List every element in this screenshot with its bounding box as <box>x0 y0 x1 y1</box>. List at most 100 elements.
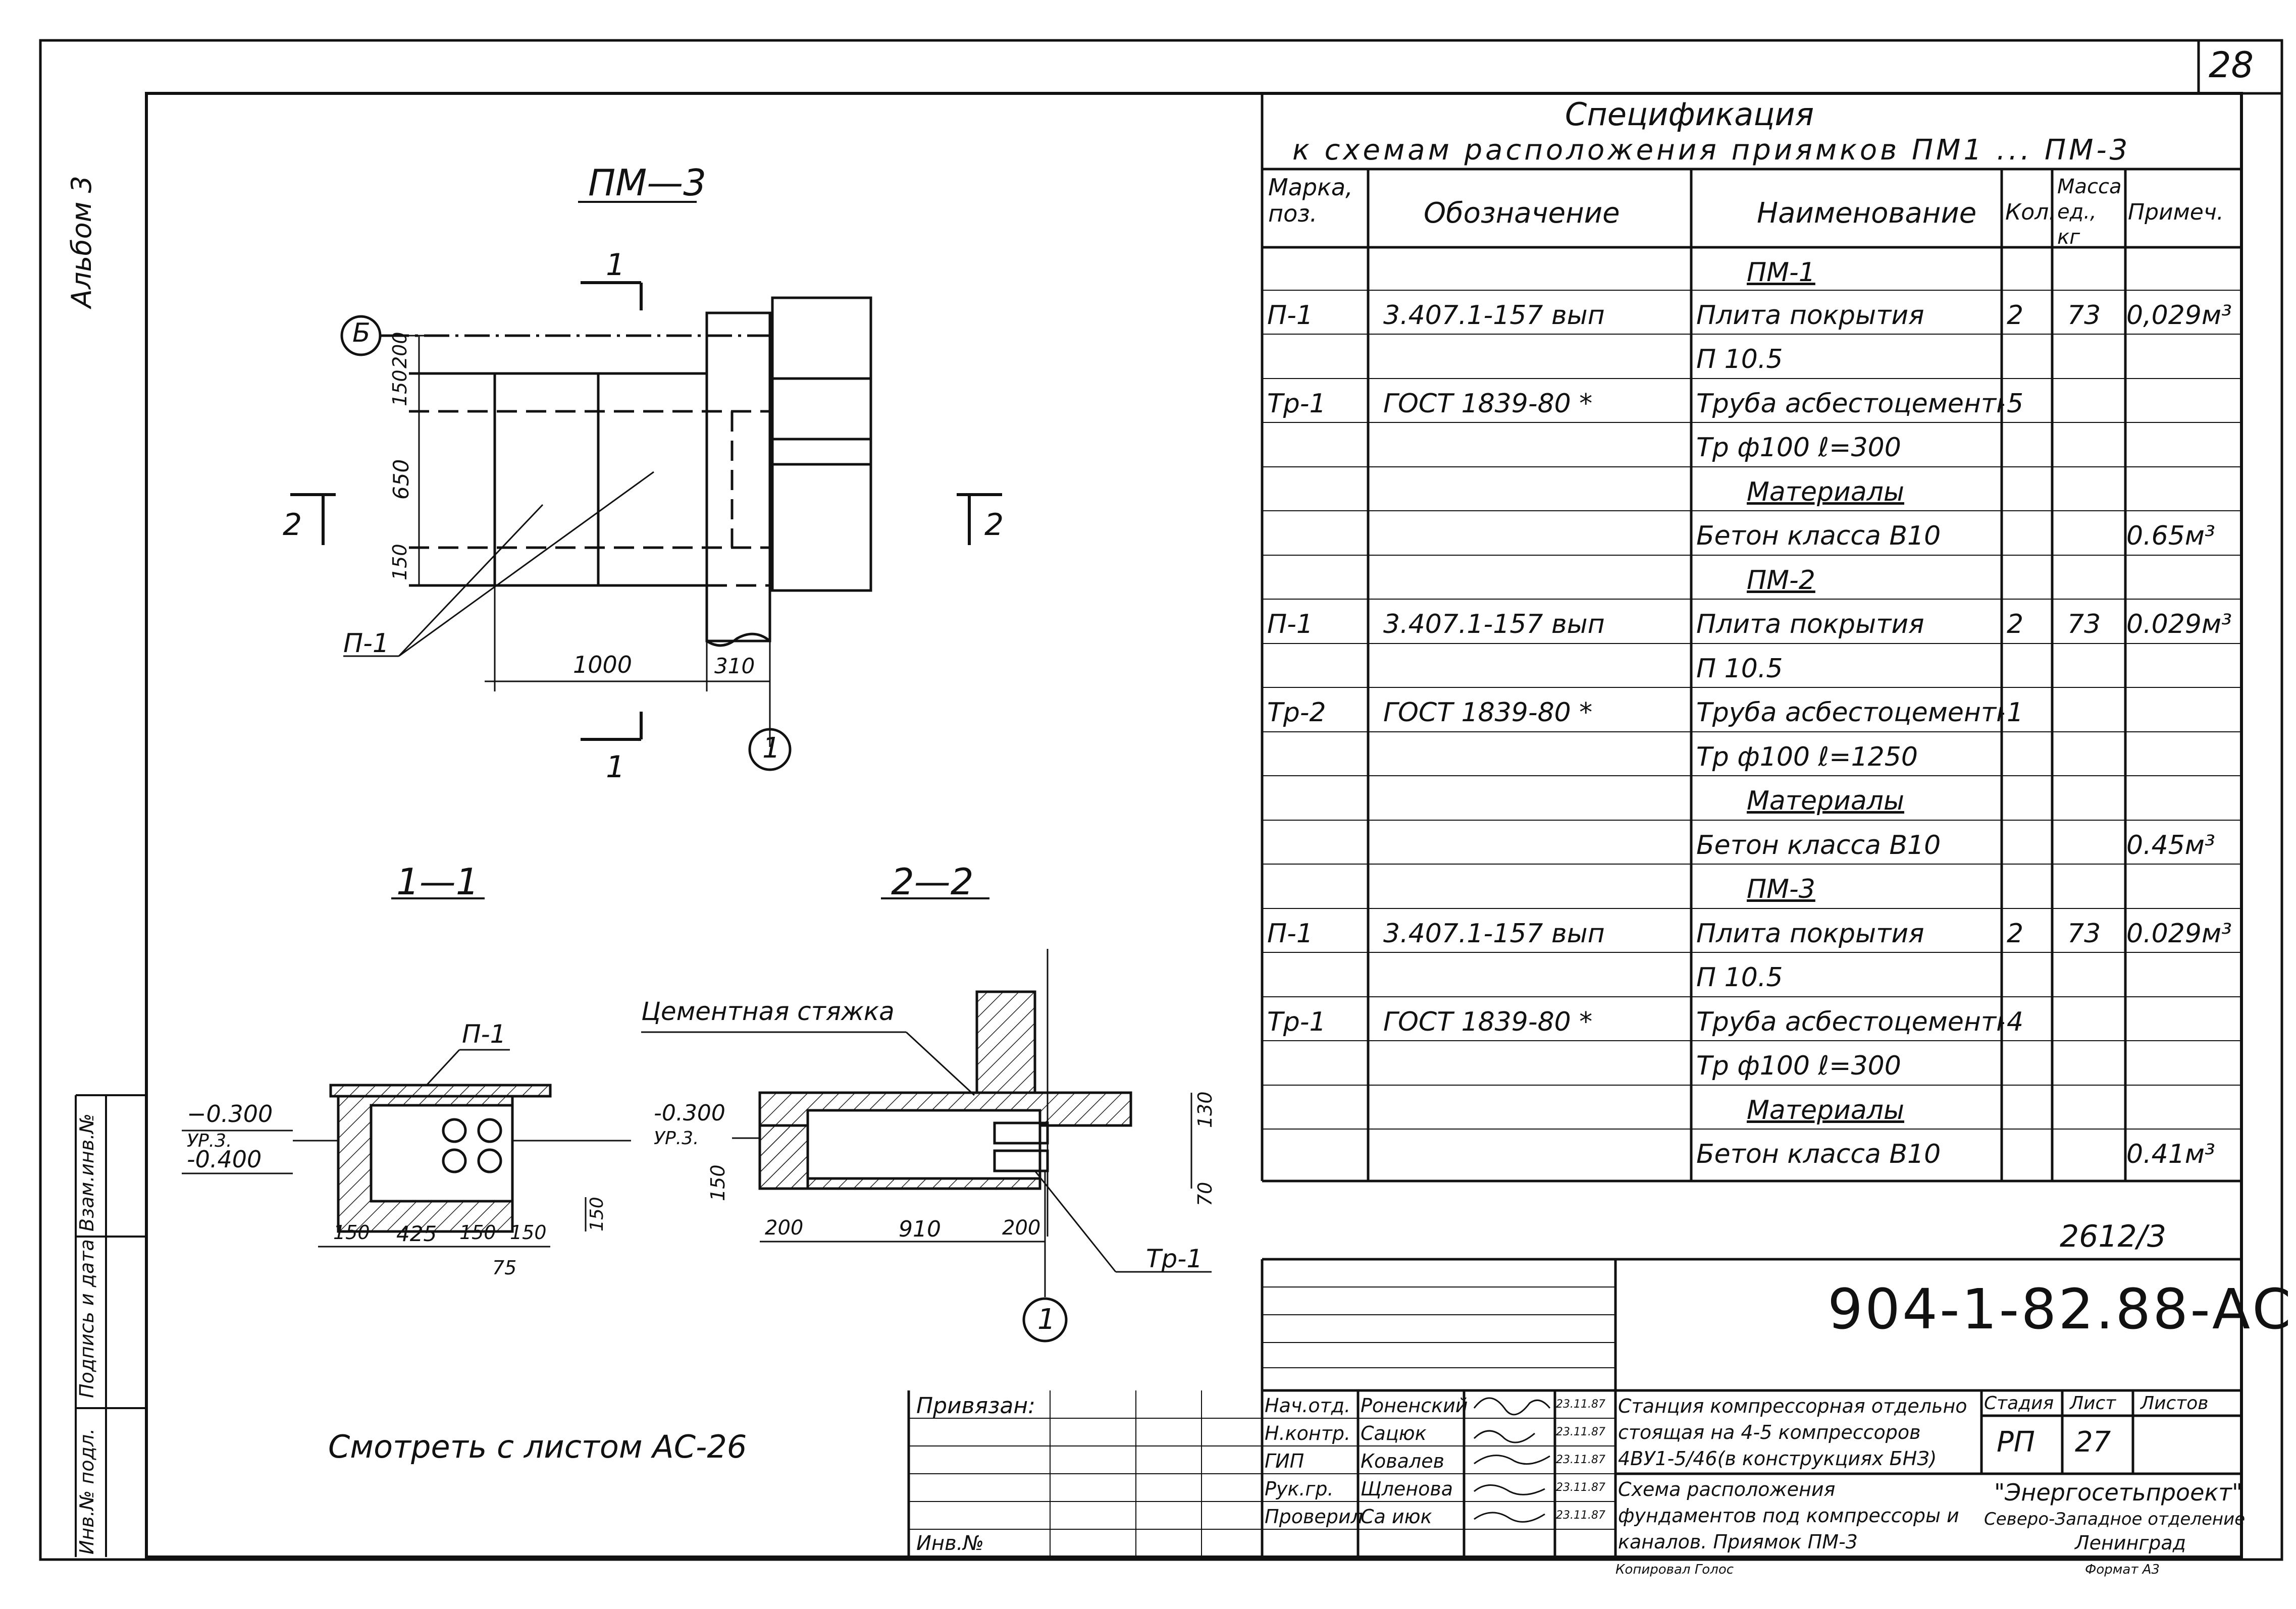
s11-ur: УР.3. <box>187 1131 232 1151</box>
spec-table-row: Материалы <box>1262 776 2242 820</box>
spec-cell-name: П 10.5 <box>1696 962 1783 993</box>
outer-frame <box>39 39 2283 1561</box>
spec-cell-mass <box>2067 643 2128 688</box>
copied-by: Копировал Голос <box>1615 1562 1734 1577</box>
spec-cell-mark <box>1267 422 1363 467</box>
spec-cell-name: П 10.5 <box>1696 344 1783 374</box>
spec-cell-qty <box>2007 864 2052 908</box>
side-stamp-sign: Подпись и дата <box>76 1239 98 1398</box>
spec-cell-designation <box>1383 334 1605 379</box>
spec-cell-designation: ГОСТ 1839-80 * <box>1383 1007 1593 1037</box>
s11-d150c: 150 <box>510 1221 547 1244</box>
spec-cell-qty: 5 <box>2007 389 2024 419</box>
spec-cell-designation: 3.407.1-157 вып.1 <box>1383 300 1605 331</box>
spec-cell-mark: П-1 <box>1267 609 1313 639</box>
spec-cell-qty: 2 <box>2007 300 2024 331</box>
side-stamp-vzam: Взам.инв.№ <box>76 1113 98 1231</box>
spec-cell-mark <box>1267 334 1363 379</box>
staff-role: Рук.гр. <box>1265 1478 1334 1500</box>
spec-cell-designation <box>1383 247 1605 292</box>
spec-cell-mass <box>2067 379 2128 423</box>
spec-cell-note <box>2126 687 2242 732</box>
spec-cell-mark: Тр-2 <box>1267 698 1326 728</box>
spec-cell-mass <box>2067 247 2128 292</box>
side-stamp <box>75 1094 146 1557</box>
staff-date: 23.11.87 <box>1556 1454 1605 1466</box>
spec-cell-qty <box>2007 422 2052 467</box>
plan-dim-650: 650 <box>389 459 413 500</box>
spec-title: Спецификация <box>1565 96 1814 133</box>
spec-cell-qty <box>2007 555 2052 600</box>
staff-name: Щленова <box>1361 1478 1453 1500</box>
spec-cell-designation <box>1383 422 1605 467</box>
org-name: "Энергосетьпроект" <box>1994 1479 2243 1506</box>
spec-cell-qty <box>2007 820 2052 865</box>
staff-name: Ковалев <box>1361 1450 1444 1472</box>
spec-cell-qty <box>2007 467 2052 511</box>
spec-table-grid <box>1261 93 2241 1183</box>
privyazan-label: Привязан: <box>916 1393 1035 1419</box>
spec-cell-note <box>2126 555 2242 600</box>
project-name: Станция компрессорная отдельно стоящая н… <box>1618 1395 1967 1470</box>
stage-header: Стадия <box>1984 1393 2054 1414</box>
spec-cell-mark <box>1267 776 1363 820</box>
spec-cell-mark <box>1267 467 1363 511</box>
spec-header-name: Наименование <box>1757 197 1977 230</box>
s22-screed: Цементная стяжка <box>641 997 895 1026</box>
spec-cell-mass <box>2067 334 2128 379</box>
plan-p1-label: П-1 <box>343 628 389 659</box>
sheets-header: Листов <box>2141 1393 2209 1414</box>
spec-cell-name: Тр ф100 ℓ=1250 <box>1696 742 1918 772</box>
title-block-thin <box>909 1286 1615 1557</box>
spec-cell-mass <box>2067 776 2128 820</box>
spec-cell-name: Плита покрытия <box>1696 919 1924 949</box>
s11-lev1: −0.300 <box>187 1100 273 1128</box>
spec-cell-note <box>2126 997 2242 1041</box>
staff-date: 23.11.87 <box>1556 1481 1605 1494</box>
plan-title: ПМ—3 <box>588 162 707 204</box>
spec-cell-designation: 3.407.1-157 вып.1 <box>1383 919 1605 949</box>
spec-cell-designation <box>1383 1085 1605 1130</box>
spec-cell-note: 0,029м³ <box>2126 300 2232 331</box>
spec-table-row: ПМ-3 <box>1262 864 2242 908</box>
section-2-2-title: 2—2 <box>891 861 974 903</box>
spec-cell-mass: 73 <box>2067 919 2101 949</box>
sheet-header: Лист <box>2070 1393 2116 1414</box>
spec-cell-mass <box>2067 997 2128 1041</box>
spec-cell-qty <box>2007 952 2052 997</box>
spec-cell-qty: 2 <box>2007 609 2024 639</box>
spec-cell-name: П 10.5 <box>1696 654 1783 684</box>
spec-cell-name: ПМ-2 <box>1747 565 1815 596</box>
staff-role: Проверил <box>1265 1506 1363 1528</box>
s11-p1: П-1 <box>462 1020 506 1049</box>
spec-cell-mark <box>1267 511 1363 555</box>
spec-cell-mass: 73 <box>2067 609 2101 639</box>
spec-cell-mass <box>2067 820 2128 865</box>
spec-cell-qty <box>2007 1041 2052 1085</box>
spec-cell-designation <box>1383 643 1605 688</box>
spec-cell-note <box>2126 776 2242 820</box>
cut-1-top: 1 <box>606 247 625 283</box>
spec-table-row: П 10.5 <box>1262 334 2242 379</box>
spec-table-row: ПМ-1 <box>1262 247 2242 292</box>
spec-cell-qty <box>2007 643 2052 688</box>
s22-d150: 150 <box>707 1164 729 1201</box>
spec-cell-name: Труба асбестоцементная <box>1696 1007 2004 1037</box>
spec-cell-name: Бетон класса В10 <box>1696 521 1941 551</box>
format-label: Формат А3 <box>2085 1562 2160 1577</box>
spec-cell-mass <box>2067 1085 2128 1130</box>
spec-cell-designation <box>1383 555 1605 600</box>
spec-table-row: П 10.5 <box>1262 952 2242 997</box>
spec-cell-designation <box>1383 732 1605 776</box>
plan-pm3 <box>290 201 1002 771</box>
spec-cell-designation <box>1383 820 1605 865</box>
spec-cell-mark: Тр-1 <box>1267 1007 1326 1037</box>
spec-cell-mark <box>1267 1041 1363 1085</box>
spec-cell-mark: Тр-1 <box>1267 389 1326 419</box>
see-note: Смотреть с листом АС-26 <box>328 1428 747 1465</box>
staff-name: Сацюк <box>1361 1422 1427 1444</box>
spec-table-row: Тр ф100 ℓ=300 <box>1262 422 2242 467</box>
spec-cell-designation <box>1383 776 1605 820</box>
